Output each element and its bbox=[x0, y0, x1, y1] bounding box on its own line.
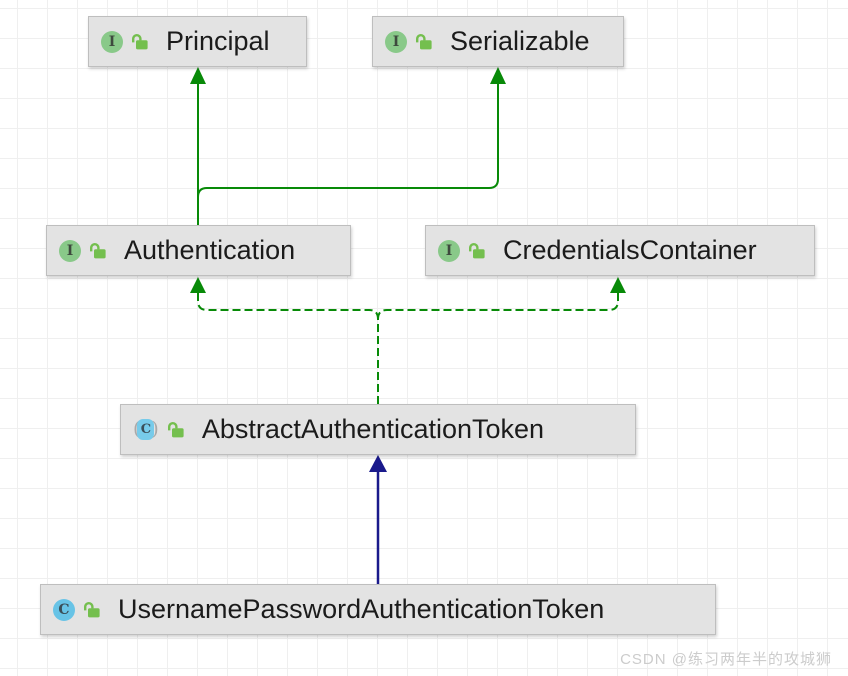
interface-icon-letter: I bbox=[392, 33, 400, 50]
class-node-authentication[interactable]: I Authentication bbox=[46, 225, 351, 276]
class-node-abstractauthenticationtoken[interactable]: C AbstractAuthenticationToken bbox=[120, 404, 636, 455]
public-lock-icon bbox=[130, 33, 149, 50]
abstract-class-icon: C bbox=[133, 419, 159, 440]
class-name-label: Authentication bbox=[124, 235, 296, 265]
arrowhead-serializable bbox=[490, 67, 506, 84]
class-name-label: UsernamePasswordAuthenticationToken bbox=[118, 594, 605, 624]
arrowhead-abstracttoken bbox=[369, 455, 387, 472]
edge-abstracttoken-implements-credentialscontainer[interactable] bbox=[377, 293, 619, 404]
interface-icon: I bbox=[438, 239, 460, 262]
arrowhead-credentialscontainer bbox=[610, 277, 626, 293]
class-node-usernamepasswordauthenticationtoken[interactable]: C UsernamePasswordAuthenticationToken bbox=[40, 584, 716, 635]
class-icon-letter: C bbox=[58, 601, 70, 618]
public-lock-icon bbox=[166, 421, 185, 438]
class-name-label: Serializable bbox=[450, 26, 590, 56]
public-lock-icon bbox=[82, 601, 101, 618]
class-name-label: Principal bbox=[166, 26, 270, 56]
class-icon: C bbox=[53, 598, 75, 621]
csdn-watermark: CSDN @练习两年半的攻城狮 bbox=[620, 651, 832, 668]
class-node-principal[interactable]: I Principal bbox=[88, 16, 307, 67]
edge-abstracttoken-implements-authentication[interactable] bbox=[197, 293, 379, 404]
class-node-serializable[interactable]: I Serializable bbox=[372, 16, 624, 67]
arrowhead-principal bbox=[190, 67, 206, 84]
arrowhead-authentication bbox=[190, 277, 206, 293]
class-name-label: AbstractAuthenticationToken bbox=[201, 414, 545, 444]
public-lock-icon bbox=[467, 242, 486, 259]
public-lock-icon bbox=[414, 33, 433, 50]
interface-icon-letter: I bbox=[108, 33, 116, 50]
interface-icon-letter: I bbox=[445, 242, 453, 259]
interface-icon: I bbox=[385, 30, 407, 53]
class-icon-letter: C bbox=[140, 422, 152, 437]
interface-icon: I bbox=[101, 30, 123, 53]
interface-icon: I bbox=[59, 239, 81, 262]
class-name-label: CredentialsContainer bbox=[503, 235, 757, 265]
public-lock-icon bbox=[88, 242, 107, 259]
edge-authentication-extends-serializable[interactable] bbox=[197, 84, 499, 225]
interface-icon-letter: I bbox=[66, 242, 74, 259]
class-node-credentialscontainer[interactable]: I CredentialsContainer bbox=[425, 225, 815, 276]
